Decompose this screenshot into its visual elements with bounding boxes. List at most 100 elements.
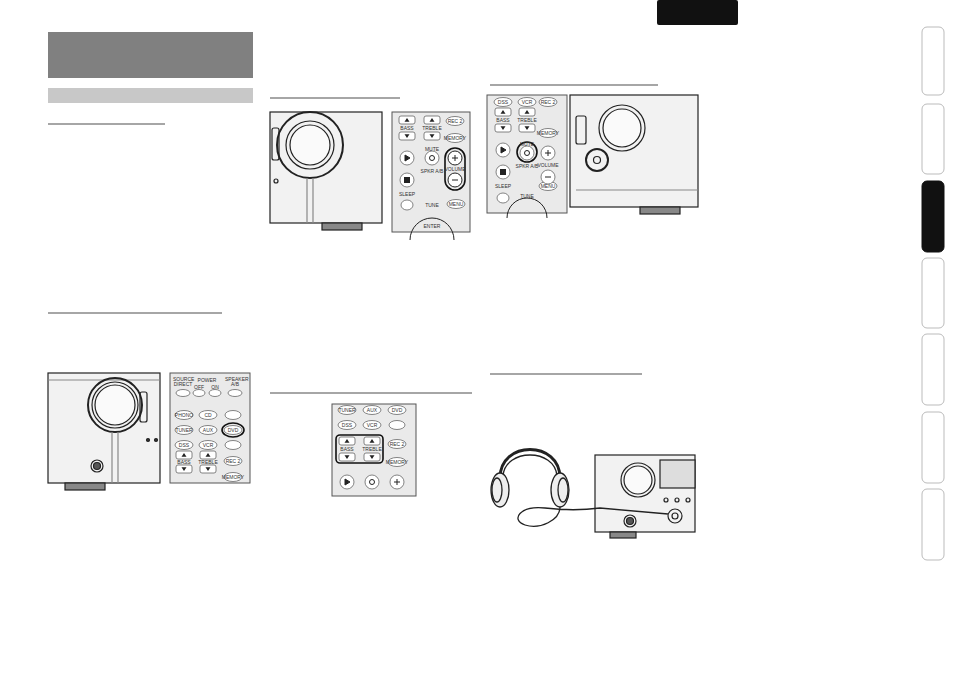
arrow-symbol xyxy=(370,455,375,459)
button-label: TREBLE xyxy=(198,460,217,465)
button-label: MENU xyxy=(541,184,556,189)
remote-button xyxy=(176,390,190,397)
button-label: TREBLE xyxy=(362,447,381,452)
arrow-symbol xyxy=(206,453,211,457)
remote-button xyxy=(199,426,217,435)
button-label: AUX xyxy=(203,428,213,433)
button-label: SPEAKER A/B xyxy=(225,377,245,387)
button-label: CD xyxy=(204,413,211,418)
button-symbols xyxy=(345,147,551,485)
button-label: MEMORY xyxy=(537,131,559,136)
arrow-button xyxy=(519,124,535,132)
button-label: SLEEP xyxy=(495,184,511,189)
remote-button xyxy=(541,170,555,184)
remote-buttons xyxy=(175,98,557,490)
arrow-symbol xyxy=(370,439,375,443)
remote-button xyxy=(539,98,557,107)
subsection-bar xyxy=(48,88,253,103)
remote-button xyxy=(518,98,536,107)
arrow-button xyxy=(519,108,535,116)
remote-button xyxy=(175,426,193,435)
highlight-circle xyxy=(517,142,537,162)
section-header xyxy=(48,32,253,78)
button-label: TREBLE xyxy=(422,126,441,131)
remote-button xyxy=(175,441,193,450)
arrow-button xyxy=(364,453,380,461)
arrow-symbol xyxy=(345,439,350,443)
remote-button xyxy=(497,193,509,203)
remote-button xyxy=(338,421,356,430)
mute-symbol xyxy=(525,151,530,156)
arrow-symbol xyxy=(206,467,211,471)
arrow-symbol xyxy=(182,467,187,471)
button-label: TREBLE xyxy=(517,118,536,123)
remote-button xyxy=(209,390,221,397)
arrow-symbol xyxy=(405,134,410,138)
play-symbol xyxy=(345,479,350,485)
arrow-symbol xyxy=(345,455,350,459)
button-label: DSS xyxy=(498,100,508,105)
remote-body xyxy=(392,112,470,232)
arrow-symbol xyxy=(182,453,187,457)
minus-symbol xyxy=(545,177,551,178)
button-label: TUNE xyxy=(425,203,439,208)
button-label: VOLUME xyxy=(537,163,558,168)
arrow-symbol xyxy=(405,118,410,122)
arrow-button xyxy=(424,116,440,124)
receiver-panel xyxy=(570,95,698,214)
remote-button xyxy=(390,475,404,489)
remote-button xyxy=(224,426,242,435)
remote-button xyxy=(388,406,406,415)
button-label: VCR xyxy=(203,443,214,448)
remote-button xyxy=(401,200,413,210)
remote-button xyxy=(496,165,510,179)
arrow-button xyxy=(339,453,355,461)
tune-wheel xyxy=(507,198,547,218)
button-label: ENTER xyxy=(424,224,441,229)
mute-symbol xyxy=(370,480,375,485)
button-label: TUNER xyxy=(175,428,192,433)
remote-button xyxy=(425,151,439,165)
plus-symbol xyxy=(394,479,400,485)
button-label: VOLUME xyxy=(444,167,465,172)
button-label: MUTE xyxy=(520,142,534,147)
arrow-symbol xyxy=(430,134,435,138)
remote-button xyxy=(363,406,381,415)
button-label: BASS xyxy=(400,126,413,131)
remote-controls xyxy=(170,95,567,496)
button-label: BASS xyxy=(496,118,509,123)
button-label: REC 2 xyxy=(390,442,405,447)
remote-button xyxy=(225,441,241,450)
button-label: MENU xyxy=(449,202,464,207)
button-label: DVD xyxy=(228,428,239,433)
highlight-frame xyxy=(445,148,465,190)
button-label: DVD xyxy=(392,408,403,413)
heading-rules xyxy=(48,85,658,393)
remote-button xyxy=(224,457,242,466)
arrow-symbol xyxy=(501,110,506,114)
remote-button xyxy=(400,151,414,165)
remote-button xyxy=(340,475,354,489)
remote-button xyxy=(389,421,405,430)
receiver-panel xyxy=(595,455,695,538)
remote-button xyxy=(446,117,464,126)
arrow-button xyxy=(399,132,415,140)
arrow-button xyxy=(200,465,216,473)
side-tabs xyxy=(922,27,944,560)
button-label: TUNE xyxy=(520,194,534,199)
remote-button xyxy=(496,143,510,157)
remote-button xyxy=(365,475,379,489)
button-label: TUNER xyxy=(338,408,355,413)
remote-button xyxy=(494,98,512,107)
remote-button xyxy=(199,411,217,420)
remote-button xyxy=(447,200,465,209)
remote-button xyxy=(539,182,557,191)
remote-button xyxy=(363,421,381,430)
button-label: MEMORY xyxy=(444,136,466,141)
arrow-button xyxy=(495,108,511,116)
arrow-button xyxy=(424,132,440,140)
remote-button xyxy=(338,406,356,415)
remote-button xyxy=(400,173,414,187)
remote-button xyxy=(225,411,241,420)
highlight-frame xyxy=(336,435,383,463)
